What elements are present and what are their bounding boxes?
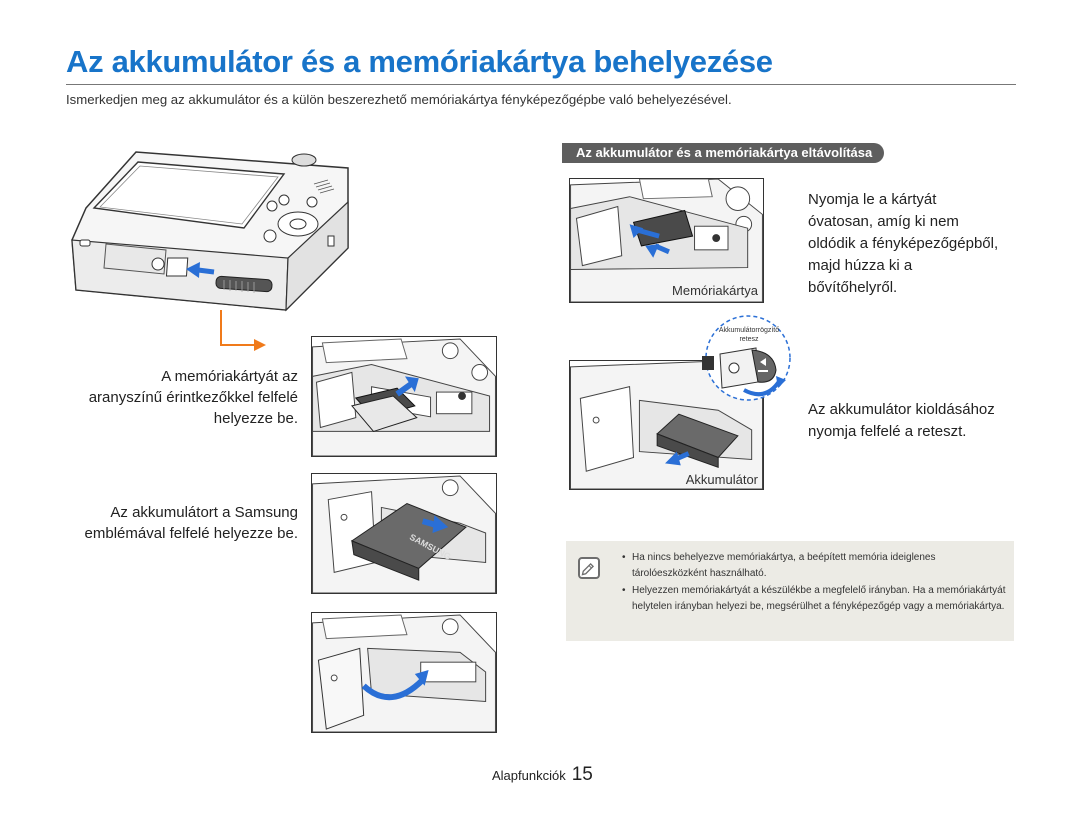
card-remove-caption-line: óvatosan, amíg ki nem	[808, 213, 959, 230]
battery-insert-caption: Az akkumulátort a Samsung emblémával fel…	[56, 502, 298, 544]
card-insert-caption-line: aranyszínű érintkezőkkel felfelé	[88, 389, 298, 406]
card-remove-caption-line: oldódik a fényképezőgépből,	[808, 235, 999, 252]
card-remove-figure	[569, 178, 764, 303]
battery-insert-figure: SAMSUNG	[311, 473, 497, 594]
page-title: Az akkumulátor és a memóriakártya behely…	[66, 44, 773, 79]
section-heading-removal: Az akkumulátor és a memóriakártya eltávo…	[561, 143, 885, 163]
card-insert-caption-line: helyezze be.	[213, 410, 298, 427]
note-item: Helyezzen memóriakártyát a készülékbe a …	[622, 583, 1006, 614]
card-remove-caption-line: Nyomja le a kártyát	[808, 191, 937, 208]
latch-callout-label: Akkumulátorrögzítő retesz	[714, 326, 784, 344]
card-remove-caption-line: majd húzza ki a	[808, 257, 913, 274]
battery-remove-caption-line: nyomja felfelé a reteszt.	[808, 423, 967, 440]
battery-insert-caption-line: emblémával felfelé helyezze be.	[84, 525, 298, 542]
card-remove-caption-line: bővítőhelyről.	[808, 279, 898, 296]
note-item: Ha nincs behelyezve memóriakártya, a beé…	[622, 550, 1006, 581]
card-remove-caption: Nyomja le a kártyát óvatosan, amíg ki ne…	[808, 189, 1023, 299]
card-insert-caption: A memóriakártyát az aranyszínű érintkező…	[60, 366, 298, 429]
card-figure-label: Memóriakártya	[672, 283, 758, 298]
page-footer: Alapfunkciók 15	[492, 764, 593, 786]
title-divider	[66, 84, 1016, 85]
note-pencil-icon	[578, 557, 600, 579]
latch-callout: Akkumulátorrögzítő retesz	[700, 315, 796, 404]
card-insert-caption-line: A memóriakártyát az	[161, 368, 298, 385]
battery-figure-label: Akkumulátor	[685, 472, 758, 487]
note-box: Ha nincs behelyezve memóriakártya, a beé…	[566, 541, 1014, 641]
camera-overview-illustration	[66, 140, 356, 351]
latch-callout-label-line: Akkumulátorrögzítő	[718, 327, 780, 334]
latch-callout-label-line: retesz	[739, 336, 759, 343]
card-insert-figure	[311, 336, 497, 457]
battery-remove-caption-line: Az akkumulátor kioldásához	[808, 401, 995, 418]
battery-insert-caption-line: Az akkumulátort a Samsung	[110, 504, 298, 521]
door-close-figure	[311, 612, 497, 733]
note-list: Ha nincs behelyezve memóriakártya, a beé…	[622, 550, 1006, 616]
intro-text: Ismerkedjen meg az akkumulátor és a külö…	[66, 92, 732, 107]
page-number: 15	[571, 764, 593, 785]
footer-section: Alapfunkciók	[492, 768, 566, 783]
battery-remove-caption: Az akkumulátor kioldásához nyomja felfel…	[808, 399, 1023, 443]
